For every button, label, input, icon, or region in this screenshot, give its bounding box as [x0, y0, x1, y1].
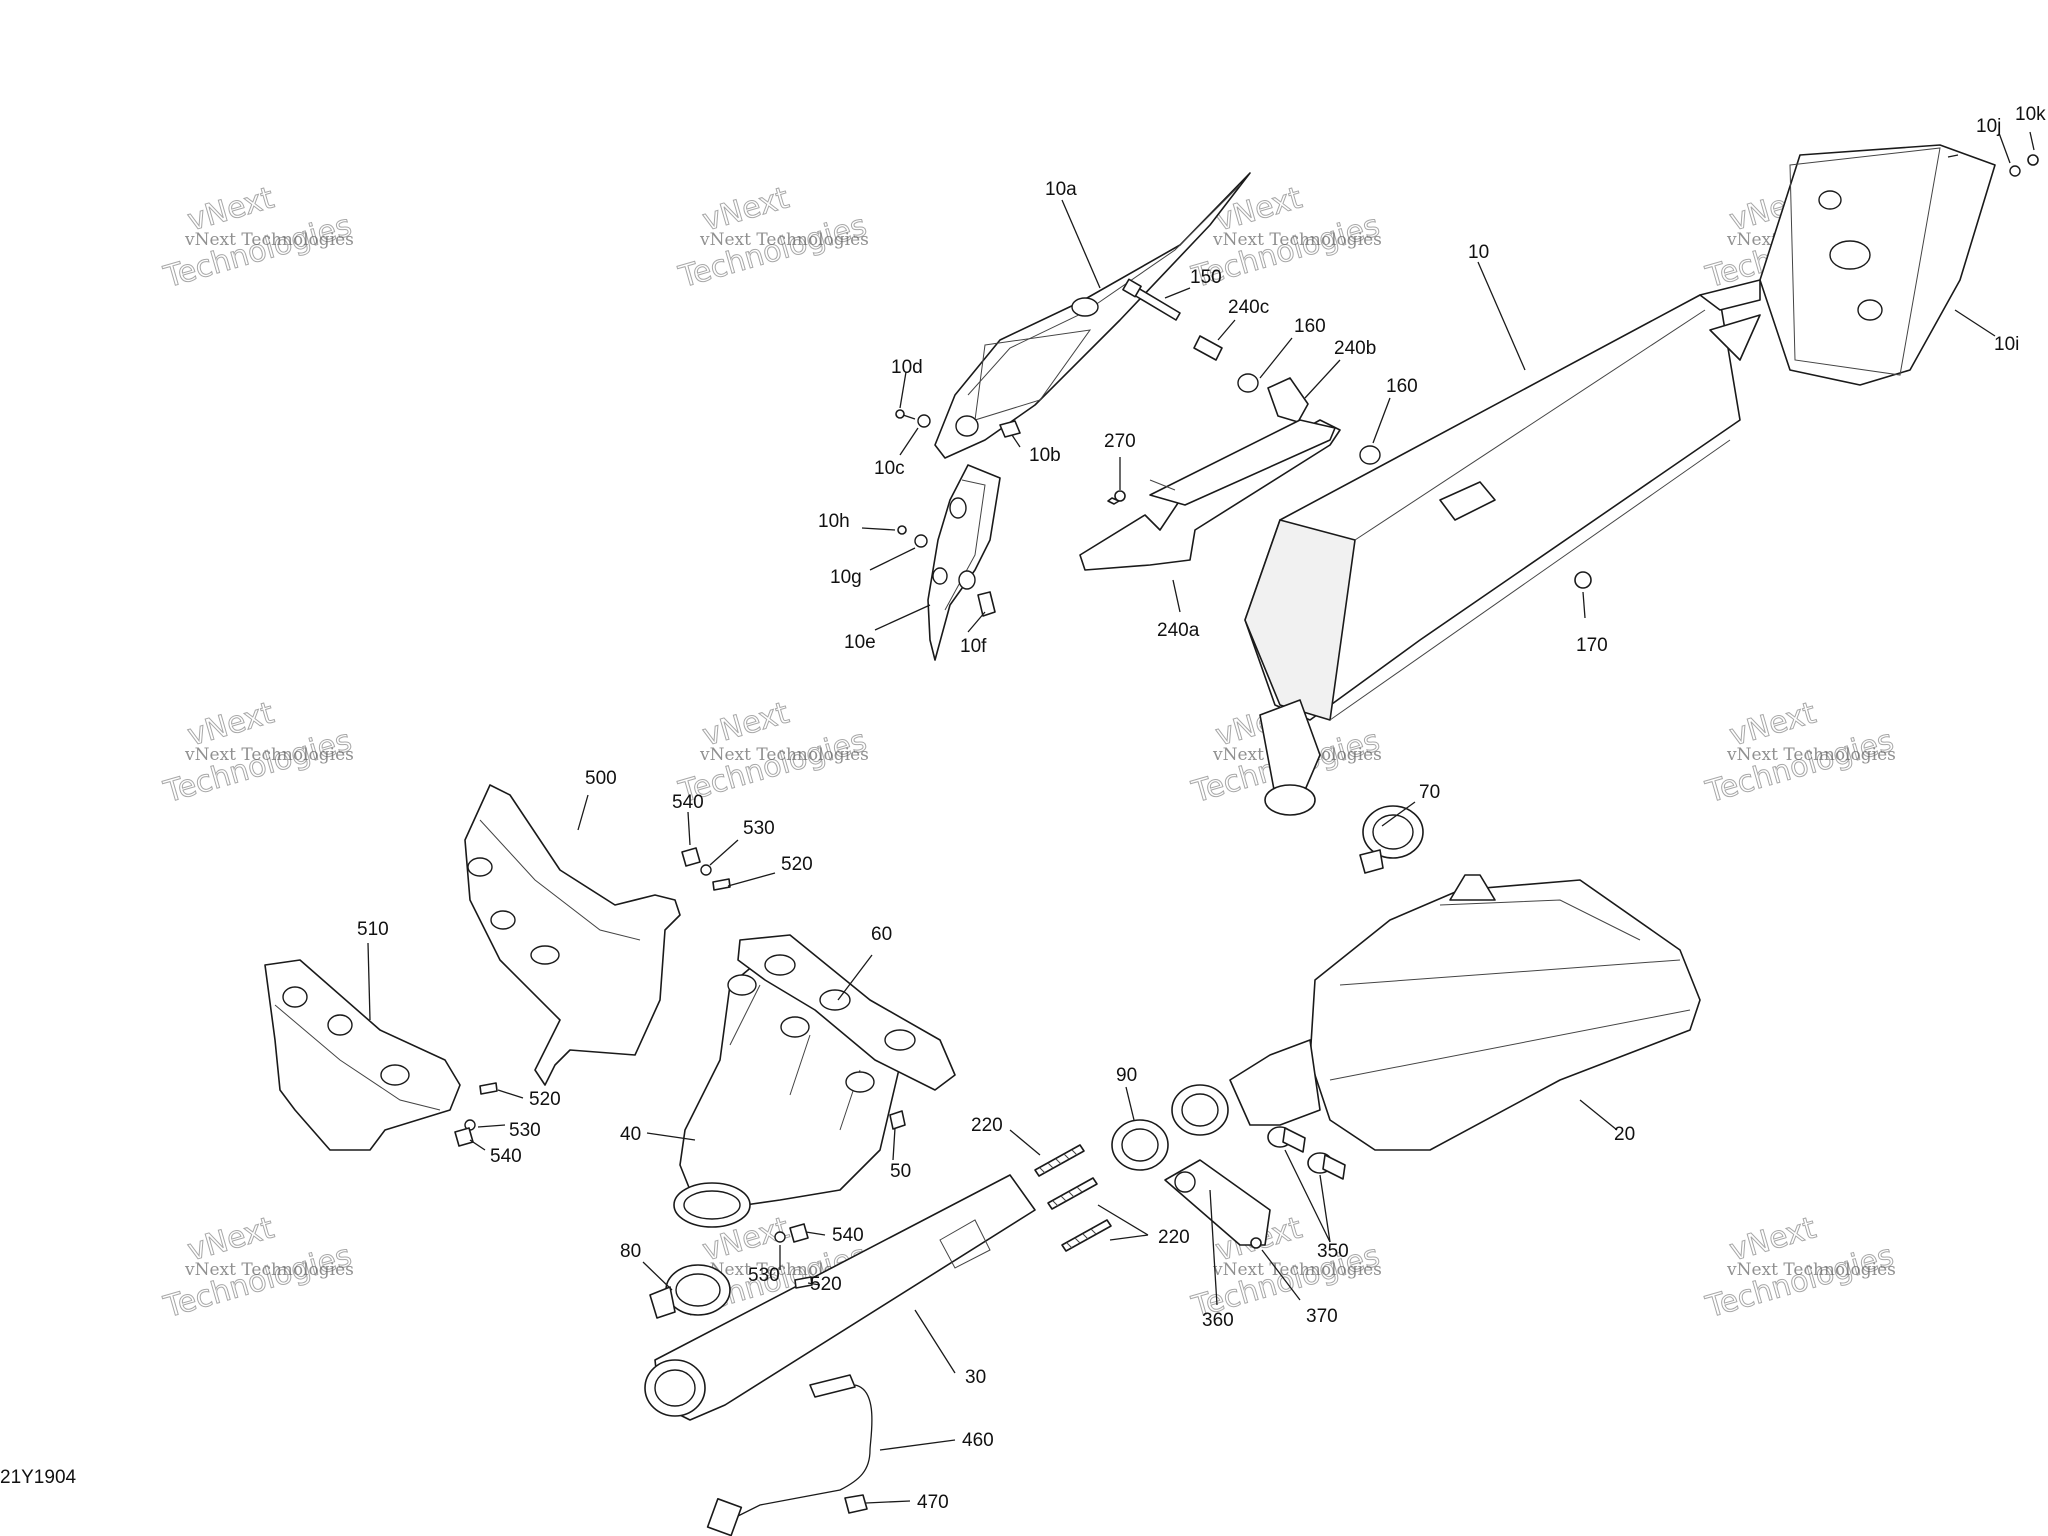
callout-360: 360: [1202, 1310, 1234, 1331]
callout-370: 370: [1306, 1306, 1338, 1327]
callout-470: 470: [917, 1492, 949, 1513]
callout-10k: 10k: [2015, 104, 2046, 125]
muffler-bracket-part: [1079, 419, 1341, 571]
watermark-text: vNext Technologies: [184, 1260, 354, 1280]
callout-40: 40: [620, 1124, 641, 1145]
watermark-text: vNext Technologies: [1726, 745, 1896, 765]
manifold-gasket-part: [737, 934, 956, 1091]
callout-80: 80: [620, 1241, 641, 1262]
callout-10c: 10c: [874, 458, 905, 479]
watermark-text: vNext Technologies: [1212, 1260, 1382, 1280]
exhaust-clamp-part: [1359, 805, 1424, 874]
callout-530: 530: [748, 1265, 780, 1286]
manifold-upper-heat-shield-part: [464, 784, 731, 1086]
watermark-text: vNext Technologies: [699, 230, 869, 250]
muffler-mount-hardware-part: [1164, 1126, 1346, 1249]
exhaust-pipe-part: [644, 1174, 1036, 1421]
callout-240b: 240b: [1334, 338, 1376, 359]
callout-10g: 10g: [830, 567, 862, 588]
callout-460: 460: [962, 1430, 994, 1451]
front-muffler-part: [1171, 874, 1701, 1151]
callout-520: 520: [529, 1089, 561, 1110]
rear-muffler-part: [1244, 279, 1761, 816]
manifold-lower-heat-shield-part: [264, 959, 498, 1151]
watermark-text: vNext Technologies: [184, 230, 354, 250]
callout-240a: 240a: [1157, 620, 1200, 641]
watermark: vNext Technologies vNext Technologies: [1701, 695, 1898, 811]
callout-10e: 10e: [844, 632, 876, 653]
watermark-text: vNext Technologies: [1726, 1260, 1896, 1280]
callout-270: 270: [1104, 431, 1136, 452]
upper-heat-shield-part: [934, 172, 1251, 459]
figure-id: 21Y1904: [0, 1467, 77, 1488]
callout-90: 90: [1116, 1065, 1137, 1086]
callout-labels: 10a 10 150 240c 160 240b 160 270 240a 17…: [357, 104, 2046, 1513]
watermark: vNext Technologies vNext Technologies: [1701, 1210, 1898, 1326]
callout-160: 160: [1294, 316, 1326, 337]
callout-500: 500: [585, 768, 617, 789]
callout-50: 50: [890, 1161, 911, 1182]
watermark: vNext Technologies vNext Technologies: [1187, 1210, 1384, 1326]
callout-240c: 240c: [1228, 297, 1269, 318]
callout-10: 10: [1468, 242, 1489, 263]
callout-220: 220: [971, 1115, 1003, 1136]
lower-heat-shield-part: [897, 464, 1001, 661]
callout-520: 520: [810, 1274, 842, 1295]
callout-160: 160: [1386, 376, 1418, 397]
callout-530: 530: [743, 818, 775, 839]
callout-10h: 10h: [818, 511, 850, 532]
manifold-clamp-part: [649, 1264, 731, 1319]
watermark: vNext Technologies vNext Technologies: [159, 695, 356, 811]
muffler-end-cap-part: [1759, 144, 2039, 386]
callout-540: 540: [490, 1146, 522, 1167]
oxygen-sensor-part: [706, 1374, 873, 1536]
callout-540: 540: [672, 792, 704, 813]
callout-150: 150: [1190, 267, 1222, 288]
callout-60: 60: [871, 924, 892, 945]
callout-10d: 10d: [891, 357, 923, 378]
exhaust-springs-part: [1034, 1144, 1112, 1252]
callout-220: 220: [1158, 1227, 1190, 1248]
callout-350: 350: [1317, 1241, 1349, 1262]
gasket-ring-part: [1111, 1119, 1169, 1171]
callout-530: 530: [509, 1120, 541, 1141]
callout-10j: 10j: [1976, 116, 2001, 137]
callout-20: 20: [1614, 1124, 1635, 1145]
watermark: vNext Technologies vNext Technologies: [159, 180, 356, 296]
watermark: vNext Technologies vNext Technologies: [159, 1210, 356, 1326]
watermark-text: vNext Technologies: [1212, 230, 1382, 250]
callout-30: 30: [965, 1367, 986, 1388]
watermark: vNext Technologies vNext Technologies: [674, 695, 871, 811]
callout-170: 170: [1576, 635, 1608, 656]
callout-10b: 10b: [1029, 445, 1061, 466]
callout-70: 70: [1419, 782, 1440, 803]
callout-540: 540: [832, 1225, 864, 1246]
manifold-fastener-part: [774, 1223, 813, 1289]
watermark-text: vNext Technologies: [699, 745, 869, 765]
callout-510: 510: [357, 919, 389, 940]
leader-lines: [367, 131, 2035, 1504]
callout-10i: 10i: [1994, 334, 2019, 355]
watermark-text: vNext Technologies: [184, 745, 354, 765]
mount-hardware-part: [1122, 278, 1381, 465]
callout-10a: 10a: [1045, 179, 1077, 200]
screw-10d-part: [895, 409, 1021, 438]
callout-10f: 10f: [960, 636, 987, 657]
watermark: vNext Technologies vNext Technologies: [674, 180, 871, 296]
callout-520: 520: [781, 854, 813, 875]
